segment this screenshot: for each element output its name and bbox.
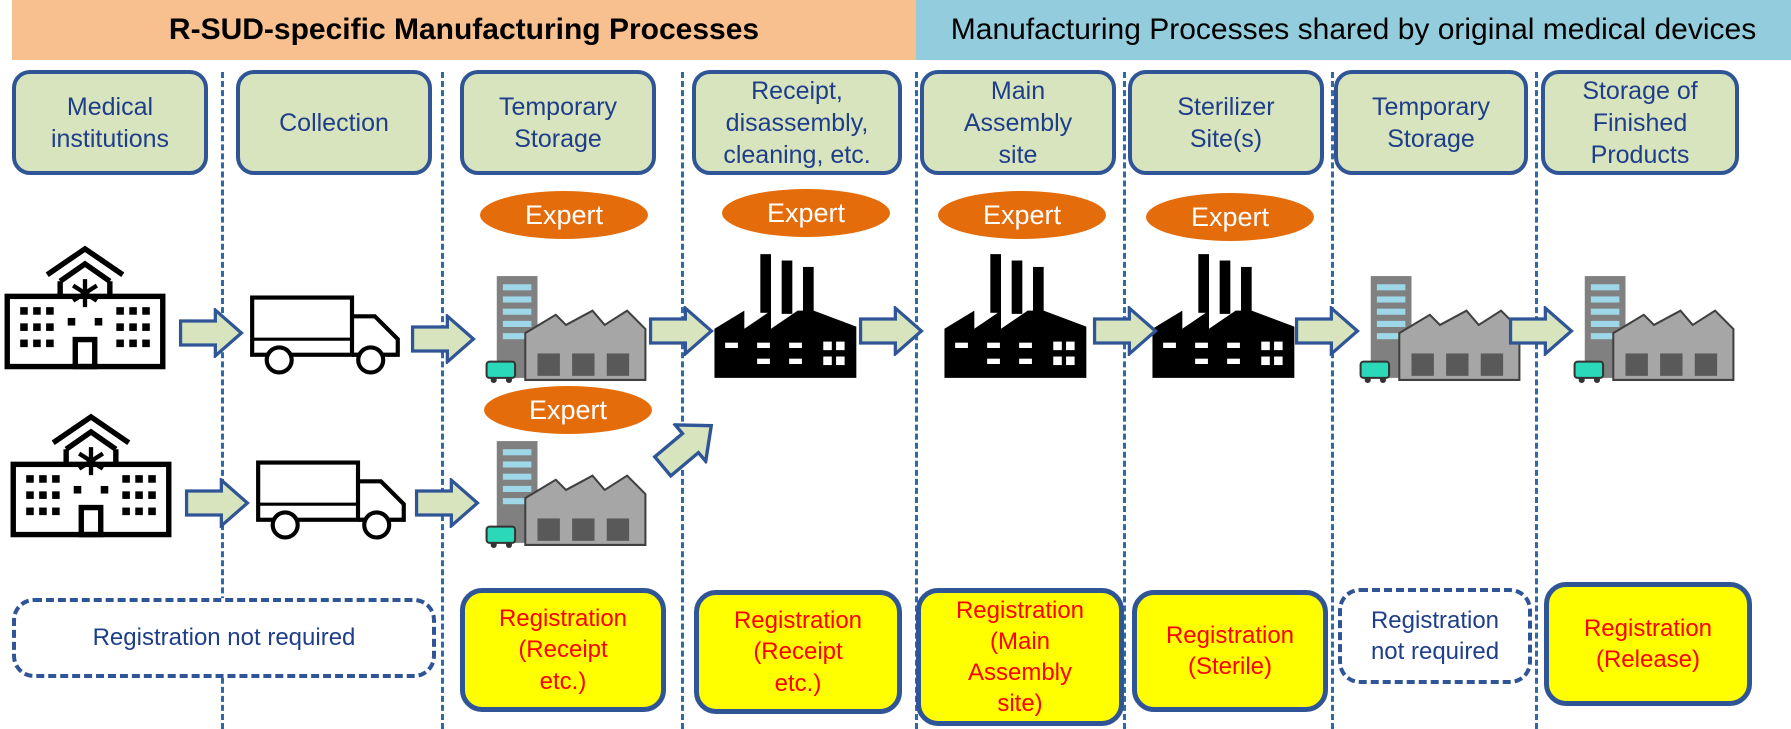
- flow-arrow-icon: [1092, 306, 1158, 356]
- column-divider: [681, 72, 684, 729]
- stage-temporary-storage: Temporary Storage: [460, 70, 656, 175]
- registration-receipt-1: Registration (Receipt etc.): [460, 588, 666, 712]
- factory-icon: [1150, 252, 1300, 380]
- flow-arrow-icon: [414, 478, 480, 528]
- stage-collection: Collection: [236, 70, 432, 175]
- truck-icon: [254, 457, 410, 543]
- column-divider: [221, 72, 224, 729]
- flow-arrow-icon: [1294, 306, 1360, 356]
- expert-badge: Expert: [480, 191, 648, 239]
- registration-not-required-wide: Registration not required: [12, 598, 436, 678]
- flow-arrow-icon: [1508, 306, 1574, 356]
- expert-badge: Expert: [722, 189, 890, 237]
- rsud-specific-header: R-SUD-specific Manufacturing Processes: [12, 0, 916, 60]
- stage-medical-institutions: Medical institutions: [12, 70, 208, 175]
- expert-badge: Expert: [484, 386, 652, 434]
- registration-sterile: Registration (Sterile): [1132, 590, 1328, 712]
- stage-finished-storage: Storage of Finished Products: [1541, 70, 1739, 175]
- column-divider: [1123, 72, 1126, 729]
- flow-arrow-icon: [184, 478, 250, 528]
- shared-processes-header: Manufacturing Processes shared by origin…: [916, 0, 1791, 60]
- stage-temporary-storage-2: Temporary Storage: [1334, 70, 1528, 175]
- registration-receipt-2: Registration (Receipt etc.): [694, 590, 902, 714]
- column-divider: [915, 72, 918, 729]
- stage-main-assembly: Main Assembly site: [920, 70, 1116, 175]
- warehouse-icon: [480, 272, 652, 384]
- column-divider: [441, 72, 444, 729]
- stage-sterilizer: Sterilizer Site(s): [1128, 70, 1324, 175]
- hospital-icon: [4, 240, 166, 370]
- flow-arrow-icon: [410, 314, 476, 364]
- expert-badge: Expert: [938, 191, 1106, 239]
- column-divider: [1535, 72, 1538, 729]
- registration-main-assembly: Registration (Main Assembly site): [916, 588, 1124, 726]
- factory-icon: [712, 252, 862, 380]
- expert-badge: Expert: [1146, 193, 1314, 241]
- flow-arrow-icon: [178, 308, 244, 358]
- warehouse-icon: [1354, 272, 1526, 384]
- column-divider: [1331, 72, 1334, 729]
- truck-icon: [248, 292, 404, 378]
- hospital-icon: [10, 408, 172, 538]
- flow-arrow-icon: [643, 404, 730, 489]
- flow-arrow-icon: [648, 306, 714, 356]
- warehouse-icon: [480, 437, 652, 549]
- registration-not-required-small: Registration not required: [1338, 588, 1532, 684]
- flow-arrow-icon: [858, 306, 924, 356]
- factory-icon: [942, 252, 1092, 380]
- warehouse-icon: [1568, 272, 1740, 384]
- stage-receipt-disassembly: Receipt, disassembly, cleaning, etc.: [692, 70, 902, 175]
- registration-release: Registration (Release): [1544, 582, 1752, 706]
